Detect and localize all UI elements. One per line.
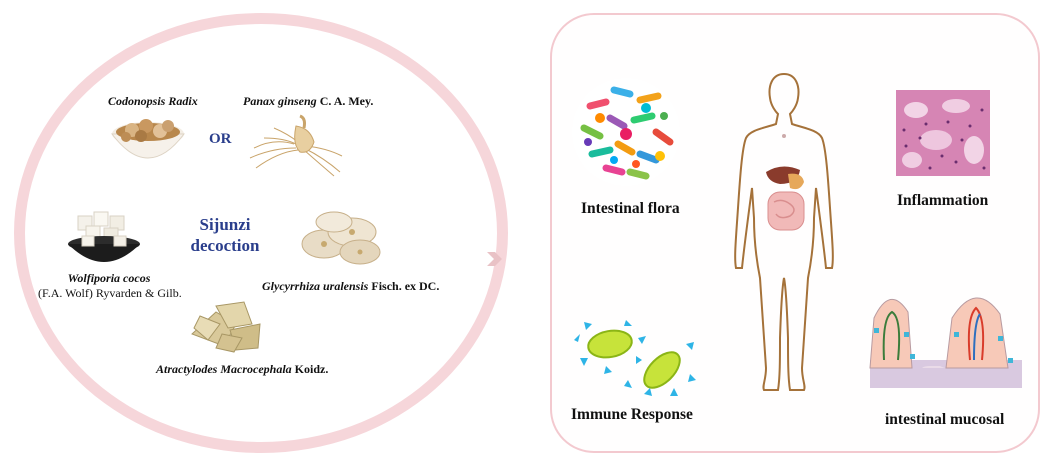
human-body-image (734, 72, 834, 391)
glycyrrhiza-label: Glycyrrhiza uralensis Fisch. ex DC. (262, 279, 440, 293)
glycyrrhiza-image (301, 211, 381, 265)
bacteria-image (572, 78, 680, 186)
or-label: OR (209, 131, 232, 147)
inflammation-image (896, 90, 990, 176)
ginseng-image (249, 114, 343, 177)
wolfiporia-image (68, 211, 140, 262)
herb-circle (14, 13, 508, 453)
immune-image (574, 320, 696, 396)
immune-label: Immune Response (571, 406, 693, 423)
flora-label: Intestinal flora (581, 200, 680, 217)
atractylodes-image (191, 301, 261, 353)
mucosa-image (869, 297, 1022, 388)
atractylodes-label: Atractylodes Macrocephala Koidz. (156, 362, 329, 376)
arrow-icon (487, 252, 502, 266)
codonopsis-image (110, 119, 186, 159)
mucosal-label: intestinal mucosal (885, 411, 1005, 428)
wolfiporia-label: Wolfiporia cocos (F.A. Wolf) Ryvarden & … (38, 271, 182, 300)
inflammation-label: Inflammation (897, 192, 989, 209)
ginseng-label: Panax ginseng C. A. Mey. (243, 94, 374, 108)
codonopsis-label: Codonopsis Radix (108, 94, 198, 108)
